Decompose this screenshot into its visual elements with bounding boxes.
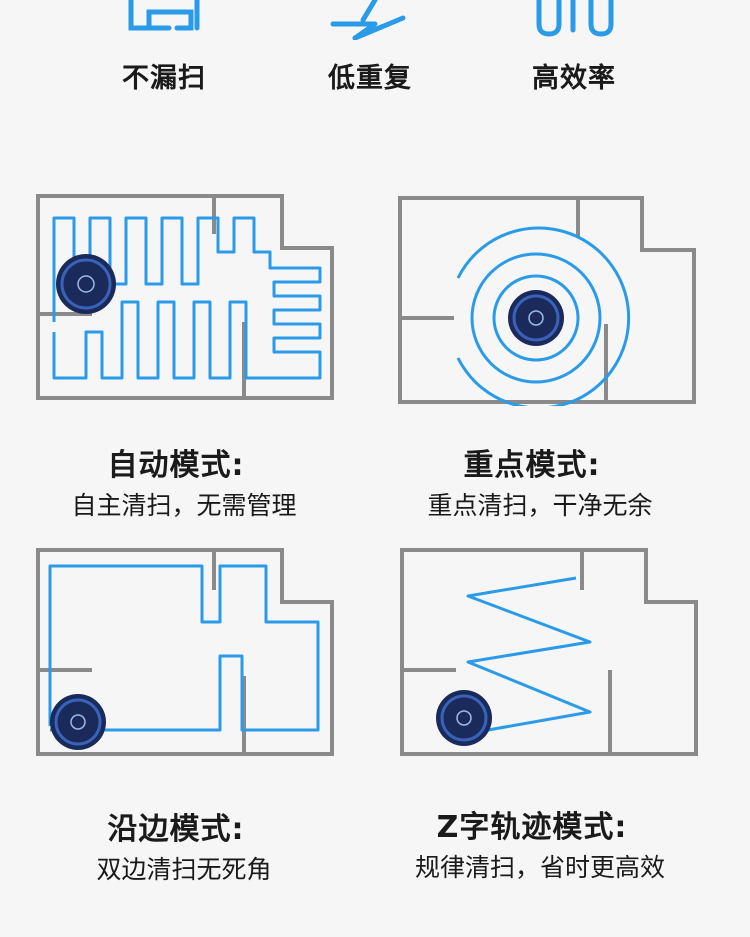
mode-desc-spot: 重点清扫，干净无余: [427, 491, 653, 520]
robot-vacuum-icon: [508, 290, 564, 346]
edge-mode-map: [36, 548, 334, 756]
feature-label: 不漏扫: [122, 63, 206, 94]
mode-title-auto: 自动模式:: [107, 448, 245, 483]
robot-vacuum-icon: [50, 694, 106, 750]
robot-vacuum-icon: [436, 690, 492, 746]
zigzag-mode-map: [400, 548, 698, 756]
auto-mode-map: [36, 194, 334, 400]
mode-desc-edge: 双边清扫无死角: [96, 855, 272, 884]
mode-desc-auto: 自主清扫，无需管理: [71, 491, 297, 520]
mode-desc-zigzag: 规律清扫，省时更高效: [414, 853, 665, 882]
robot-vacuum-icon: [56, 254, 116, 314]
feature-label: 高效率: [532, 63, 616, 94]
mode-title-edge: 沿边模式:: [107, 812, 245, 847]
feature-label: 低重复: [328, 63, 412, 94]
mode-title-spot: 重点模式:: [463, 448, 601, 483]
feature-high-efficiency: 高效率: [494, 0, 654, 95]
spot-mode-map: [398, 196, 696, 406]
zigzag-icon: [330, 0, 406, 40]
grid-path-icon: [128, 0, 200, 31]
feature-low-repeat: 低重复: [290, 0, 450, 95]
wave-path-icon: [536, 0, 614, 37]
feature-no-miss: 不漏扫: [84, 0, 244, 95]
mode-title-zigzag: Z字轨迹模式:: [436, 810, 628, 845]
